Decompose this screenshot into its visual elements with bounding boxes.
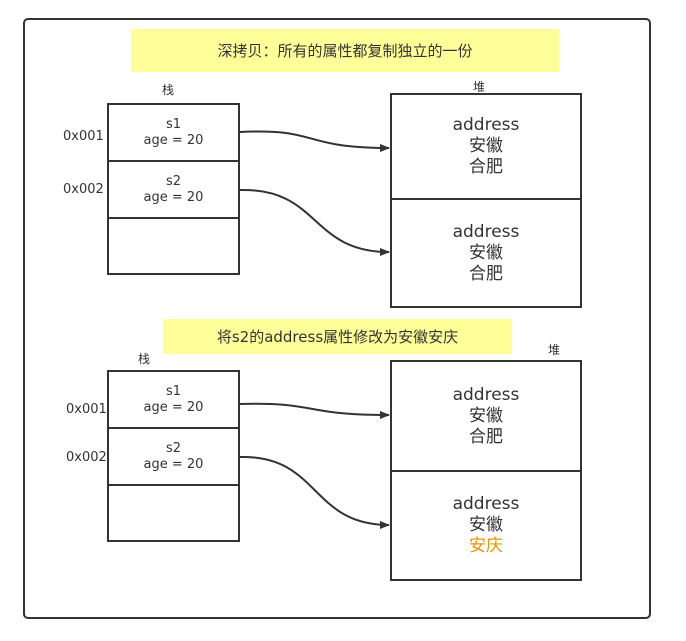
arrow-s1-to-heap1 [239,402,390,419]
stack-address: 0x002 [63,182,104,197]
stack-cell-s1: s1 age = 20 [107,370,240,429]
heap-field: address [452,494,520,514]
var-age: age = 20 [143,189,204,205]
heap-object-2: address 安徽 安庆 [390,470,582,581]
stack-cell-empty [107,484,240,542]
heap-object-1: address 安徽 合肥 [390,93,582,200]
var-age: age = 20 [143,456,204,472]
arrow-s2-to-heap2 [239,455,390,529]
stack-cell-s2: s2 age = 20 [107,427,240,486]
var-age: age = 20 [143,132,204,148]
heap-object-2: address 安徽 合肥 [390,198,582,308]
heap-field: address [452,221,520,242]
heap-object-1: address 安徽 合肥 [390,360,582,472]
note-deep-copy: 深拷贝：所有的属性都复制独立的一份 [131,29,559,72]
var-name: s2 [165,173,182,189]
stack-label: 栈 [162,83,175,97]
heap-value-line1: 安徽 [469,242,503,263]
stack-label: 栈 [138,352,151,366]
stack-address: 0x002 [66,450,107,465]
arrow-s2-to-heap2 [239,188,390,256]
note-text: 将s2的address属性修改为安徽安庆 [216,328,459,346]
var-name: s2 [165,440,182,456]
heap-value-line1: 安徽 [469,515,503,535]
note-modify-address: 将s2的address属性修改为安徽安庆 [163,319,512,354]
stack-cell-empty [107,217,240,275]
heap-value-line1: 安徽 [469,405,503,426]
stack-address: 0x001 [66,402,107,417]
var-name: s1 [165,116,182,132]
note-text: 深拷贝：所有的属性都复制独立的一份 [217,42,473,60]
var-name: s1 [165,383,182,399]
arrow-s1-to-heap1 [239,130,390,152]
stack-address: 0x001 [63,129,104,144]
heap-field: address [452,115,520,135]
heap-label: 堆 [473,80,486,94]
diagram-frame [23,18,651,619]
heap-field: address [452,384,520,405]
var-age: age = 20 [143,399,204,415]
heap-value-line2: 合肥 [469,157,503,177]
heap-value-line2: 合肥 [469,263,503,284]
heap-value-changed: 安庆 [469,536,503,556]
heap-label: 堆 [548,343,561,357]
heap-value-line1: 安徽 [469,136,503,156]
heap-value-line2: 合肥 [469,426,503,447]
